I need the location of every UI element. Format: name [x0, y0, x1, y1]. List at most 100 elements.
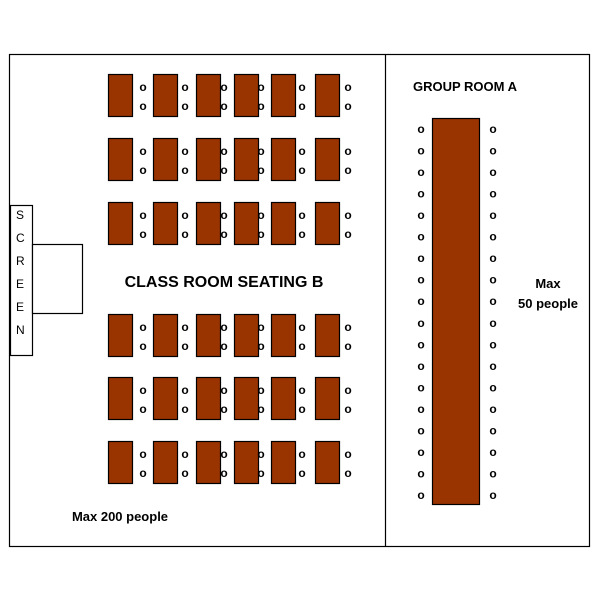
classroom-seat: o — [298, 144, 305, 158]
group-room-seat: o — [417, 208, 424, 222]
classroom-seat: o — [181, 208, 188, 222]
classroom-seat: o — [298, 208, 305, 222]
classroom-seat: o — [181, 99, 188, 113]
group-room-seat: o — [417, 273, 424, 287]
screen-projection-box — [31, 243, 84, 315]
group-room-seat: o — [417, 316, 424, 330]
classroom-seat: o — [257, 320, 264, 334]
classroom-seat: o — [298, 402, 305, 416]
classroom-table — [270, 137, 297, 182]
classroom-table — [107, 313, 134, 358]
screen-letter: C — [16, 231, 25, 245]
group-room-seat: o — [489, 467, 496, 481]
classroom-table — [152, 313, 179, 358]
classroom-seat: o — [220, 383, 227, 397]
classroom-table — [233, 313, 260, 358]
classroom-seat: o — [344, 339, 351, 353]
group-room-seat: o — [489, 294, 496, 308]
classroom-table — [270, 376, 297, 421]
classroom-seat: o — [220, 447, 227, 461]
group-room-seat: o — [417, 122, 424, 136]
classroom-seat: o — [181, 320, 188, 334]
classroom-table — [314, 137, 341, 182]
classroom-seat: o — [298, 447, 305, 461]
classroom-table — [270, 73, 297, 118]
classroom-seat: o — [220, 320, 227, 334]
group-room-seat: o — [489, 165, 496, 179]
classroom-table — [314, 376, 341, 421]
classroom-table — [107, 137, 134, 182]
classroom-table — [270, 440, 297, 485]
group-room-seat: o — [417, 230, 424, 244]
classroom-seat: o — [139, 208, 146, 222]
classroom-table — [152, 137, 179, 182]
classroom-seat: o — [257, 447, 264, 461]
classroom-table — [314, 440, 341, 485]
classroom-seat: o — [139, 99, 146, 113]
group-room-seat: o — [417, 337, 424, 351]
classroom-seat: o — [298, 99, 305, 113]
classroom-table — [107, 440, 134, 485]
classroom-capacity: Max 200 people — [72, 509, 168, 524]
classroom-seat: o — [257, 144, 264, 158]
classroom-seat: o — [181, 383, 188, 397]
classroom-seat: o — [181, 227, 188, 241]
classroom-seat: o — [220, 402, 227, 416]
classroom-seat: o — [181, 466, 188, 480]
classroom-seat: o — [139, 383, 146, 397]
classroom-seat: o — [220, 163, 227, 177]
group-room-seat: o — [417, 165, 424, 179]
screen-letter: E — [16, 300, 24, 314]
classroom-seat: o — [220, 208, 227, 222]
classroom-seat: o — [220, 80, 227, 94]
group-room-seat: o — [417, 144, 424, 158]
classroom-seat: o — [257, 466, 264, 480]
classroom-seat: o — [298, 339, 305, 353]
classroom-seat: o — [139, 447, 146, 461]
classroom-seat: o — [344, 208, 351, 222]
group-room-seat: o — [489, 208, 496, 222]
classroom-seat: o — [298, 163, 305, 177]
classroom-table — [152, 201, 179, 246]
group-room-seat: o — [489, 359, 496, 373]
screen-letter: N — [16, 323, 25, 337]
classroom-seat: o — [344, 402, 351, 416]
group-room-seat: o — [489, 230, 496, 244]
group-room-capacity-line2: 50 people — [518, 296, 578, 311]
classroom-seat: o — [298, 227, 305, 241]
classroom-seat: o — [257, 80, 264, 94]
group-room-seat: o — [489, 423, 496, 437]
group-room-seat: o — [489, 273, 496, 287]
group-room-seat: o — [417, 359, 424, 373]
classroom-seat: o — [139, 320, 146, 334]
classroom-seat: o — [344, 320, 351, 334]
classroom-table — [152, 376, 179, 421]
screen-letter: S — [16, 208, 24, 222]
classroom-seat: o — [298, 383, 305, 397]
group-room-seat: o — [417, 294, 424, 308]
classroom-seat: o — [344, 144, 351, 158]
classroom-table — [195, 440, 222, 485]
classroom-seat: o — [257, 163, 264, 177]
classroom-seating: oooooooooooooooooooooooooooooooooooooooo… — [107, 73, 352, 485]
classroom-table — [107, 73, 134, 118]
classroom-seat: o — [344, 80, 351, 94]
classroom-seat: o — [298, 80, 305, 94]
classroom-seat: o — [257, 383, 264, 397]
classroom-table — [233, 73, 260, 118]
group-room-seat: o — [417, 488, 424, 502]
classroom-table — [314, 201, 341, 246]
classroom-table — [314, 73, 341, 118]
group-room-seat: o — [489, 144, 496, 158]
classroom-seat: o — [139, 80, 146, 94]
group-room-seat: o — [489, 251, 496, 265]
group-room-seat: o — [489, 187, 496, 201]
classroom-seat: o — [139, 339, 146, 353]
classroom-table — [233, 376, 260, 421]
classroom-seat: o — [181, 339, 188, 353]
classroom-seat: o — [344, 447, 351, 461]
classroom-table — [152, 73, 179, 118]
group-room-seat: o — [417, 423, 424, 437]
classroom-table — [195, 313, 222, 358]
